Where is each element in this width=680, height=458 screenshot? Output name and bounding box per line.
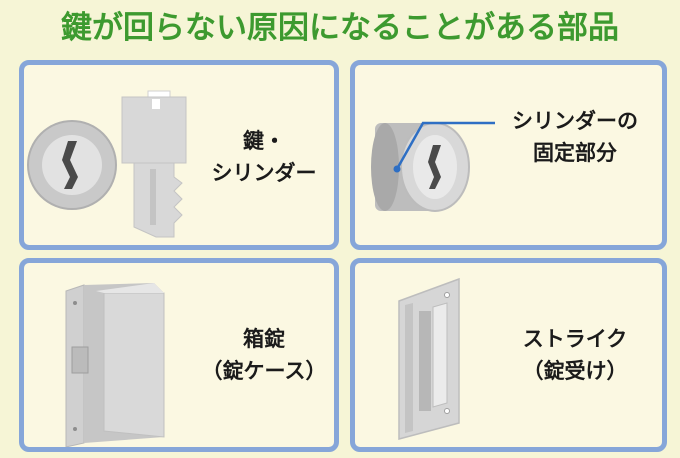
keyhole-icon (428, 145, 441, 189)
screw-icon (444, 408, 450, 414)
label-strike-plate: ストライク （錠受け） (505, 323, 645, 387)
screw-icon (73, 301, 77, 305)
label-line-1: ストライク (522, 327, 628, 351)
case-top-icon (96, 283, 164, 293)
case-body-icon (103, 292, 165, 438)
keyhole-icon (62, 141, 78, 189)
strike-plate-edge-icon (405, 303, 413, 433)
label-line-2: （錠ケース） (201, 359, 327, 383)
key-blade-icon (133, 162, 183, 238)
key-head-icon (121, 96, 187, 164)
strike-plate-illustration (398, 277, 460, 440)
key-hole-icon (152, 99, 160, 109)
label-line-2: シリンダー (211, 161, 317, 185)
pointer-line (395, 121, 495, 170)
key-groove-icon (150, 169, 156, 225)
label-line-2: 固定部分 (533, 141, 617, 165)
label-line-1: シリンダーの (512, 109, 638, 133)
key-cylinder-illustration (27, 90, 187, 238)
cylinder-fixing-illustration (371, 121, 495, 212)
label-line-1: 箱錠 (243, 327, 285, 351)
panel-key-cylinder: 鍵・ シリンダー (19, 60, 339, 250)
screw-icon (444, 292, 450, 298)
panel-strike-plate: ストライク （錠受け） (350, 258, 667, 452)
strike-opening-icon (419, 311, 431, 411)
screw-icon (73, 427, 77, 431)
label-key-cylinder: 鍵・ シリンダー (204, 125, 324, 189)
latch-bolt-icon (71, 346, 89, 374)
strike-hole-icon (432, 302, 448, 408)
page-title: 鍵が回らない原因になることがある部品 (61, 10, 619, 46)
label-line-2: （錠受け） (522, 359, 628, 383)
pointer-dot-icon (393, 165, 401, 173)
label-cylinder-fixing: シリンダーの 固定部分 (495, 105, 655, 169)
label-lock-case: 箱錠 （錠ケース） (194, 323, 334, 387)
panel-lock-case: 箱錠 （錠ケース） (19, 258, 339, 452)
lock-case-illustration (65, 283, 165, 447)
label-line-1: 鍵・ (243, 129, 285, 153)
cylinder-back-icon (371, 123, 399, 211)
panel-cylinder-fixing: シリンダーの 固定部分 (350, 60, 667, 250)
